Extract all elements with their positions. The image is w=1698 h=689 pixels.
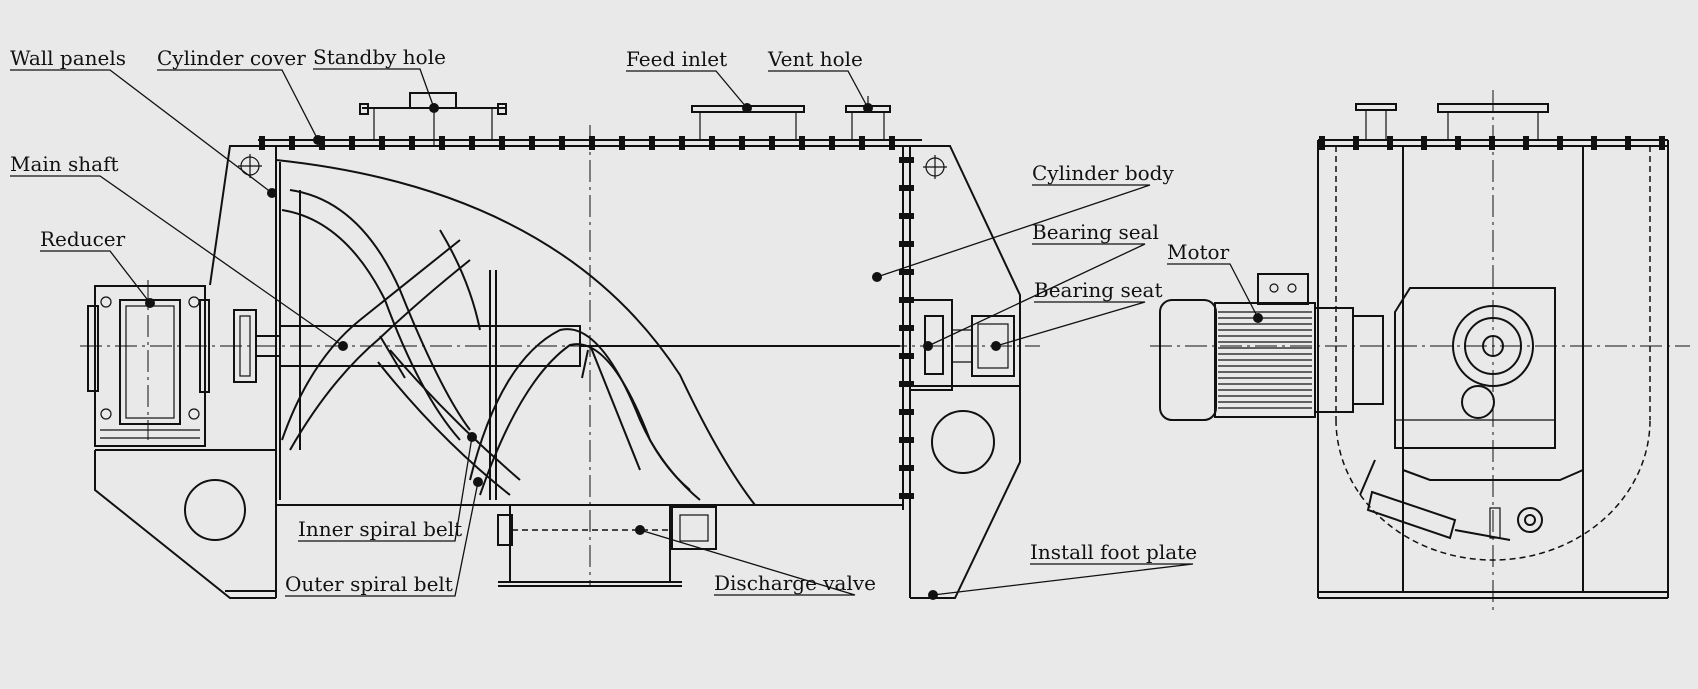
label-install-foot-plate: Install foot plate [1030, 540, 1197, 564]
bolt [899, 269, 914, 275]
label-cylinder-body: Cylinder body [1032, 161, 1174, 185]
bolt [649, 136, 655, 150]
label-outer-spiral-belt: Outer spiral belt [285, 572, 453, 596]
bolt [1319, 136, 1325, 150]
wall-panel-left [94, 145, 276, 599]
front-view [80, 92, 1040, 599]
label-standby-hole: Standby hole [313, 45, 446, 69]
bolt [799, 136, 805, 150]
bolt [469, 136, 475, 150]
bolt [899, 185, 914, 191]
bolt [899, 297, 914, 303]
bolt [889, 136, 895, 150]
bolt [899, 493, 914, 499]
bolt [1353, 136, 1359, 150]
discharge-valve [497, 505, 717, 587]
bolt [899, 213, 914, 219]
bolt [829, 136, 835, 150]
bolt [379, 136, 385, 150]
bolt [709, 136, 715, 150]
bolt [899, 353, 914, 359]
bolt [439, 136, 445, 150]
vent-hole [845, 96, 891, 140]
bolt [349, 136, 355, 150]
bolt [679, 136, 685, 150]
bolt [899, 465, 914, 471]
bolt [1591, 136, 1597, 150]
reducer [87, 285, 257, 447]
bolt [859, 136, 865, 150]
main-shaft [256, 190, 900, 500]
label-motor: Motor [1167, 240, 1230, 264]
label-reducer: Reducer [40, 227, 126, 251]
bolt [739, 136, 745, 150]
bolt [899, 437, 914, 443]
side-reducer [1394, 287, 1556, 449]
bolt [1557, 136, 1563, 150]
label-wall-panels: Wall panels [10, 46, 126, 70]
bolt [899, 409, 914, 415]
bolt [409, 136, 415, 150]
label-feed-inlet: Feed inlet [626, 47, 727, 71]
bolt [289, 136, 295, 150]
side-cover-bolts [1319, 136, 1665, 150]
bolt [499, 136, 505, 150]
bolt [1523, 136, 1529, 150]
bolt [1489, 136, 1495, 150]
bolt [529, 136, 535, 150]
bolt [899, 241, 914, 247]
bolt [899, 381, 914, 387]
cover-bolts [259, 136, 895, 150]
bolt [259, 136, 265, 150]
bolt [769, 136, 775, 150]
bolt [1659, 136, 1665, 150]
flange-bolts [899, 157, 914, 499]
motor [1159, 273, 1384, 421]
bolt [1455, 136, 1461, 150]
label-vent-hole: Vent hole [767, 47, 863, 71]
label-cylinder-cover: Cylinder cover [157, 46, 306, 70]
label-inner-spiral-belt: Inner spiral belt [298, 517, 462, 541]
label-discharge-valve: Discharge valve [714, 571, 876, 595]
label-bearing-seat: Bearing seat [1034, 278, 1163, 302]
leaders [10, 68, 1263, 600]
bolt [1625, 136, 1631, 150]
side-view [1150, 90, 1690, 610]
bolt [619, 136, 625, 150]
bolt [899, 325, 914, 331]
bolt [899, 157, 914, 163]
label-bearing-seal: Bearing seal [1032, 220, 1159, 244]
spiral-belts [281, 189, 701, 501]
bolt [1421, 136, 1427, 150]
valve-actuator [1359, 459, 1543, 541]
wall-panel-right [910, 145, 1021, 599]
bolt [589, 136, 595, 150]
bolt [559, 136, 565, 150]
label-main-shaft: Main shaft [10, 152, 119, 176]
bolt [1387, 136, 1393, 150]
labels: Wall panels Cylinder cover Standby hole … [10, 45, 1230, 596]
